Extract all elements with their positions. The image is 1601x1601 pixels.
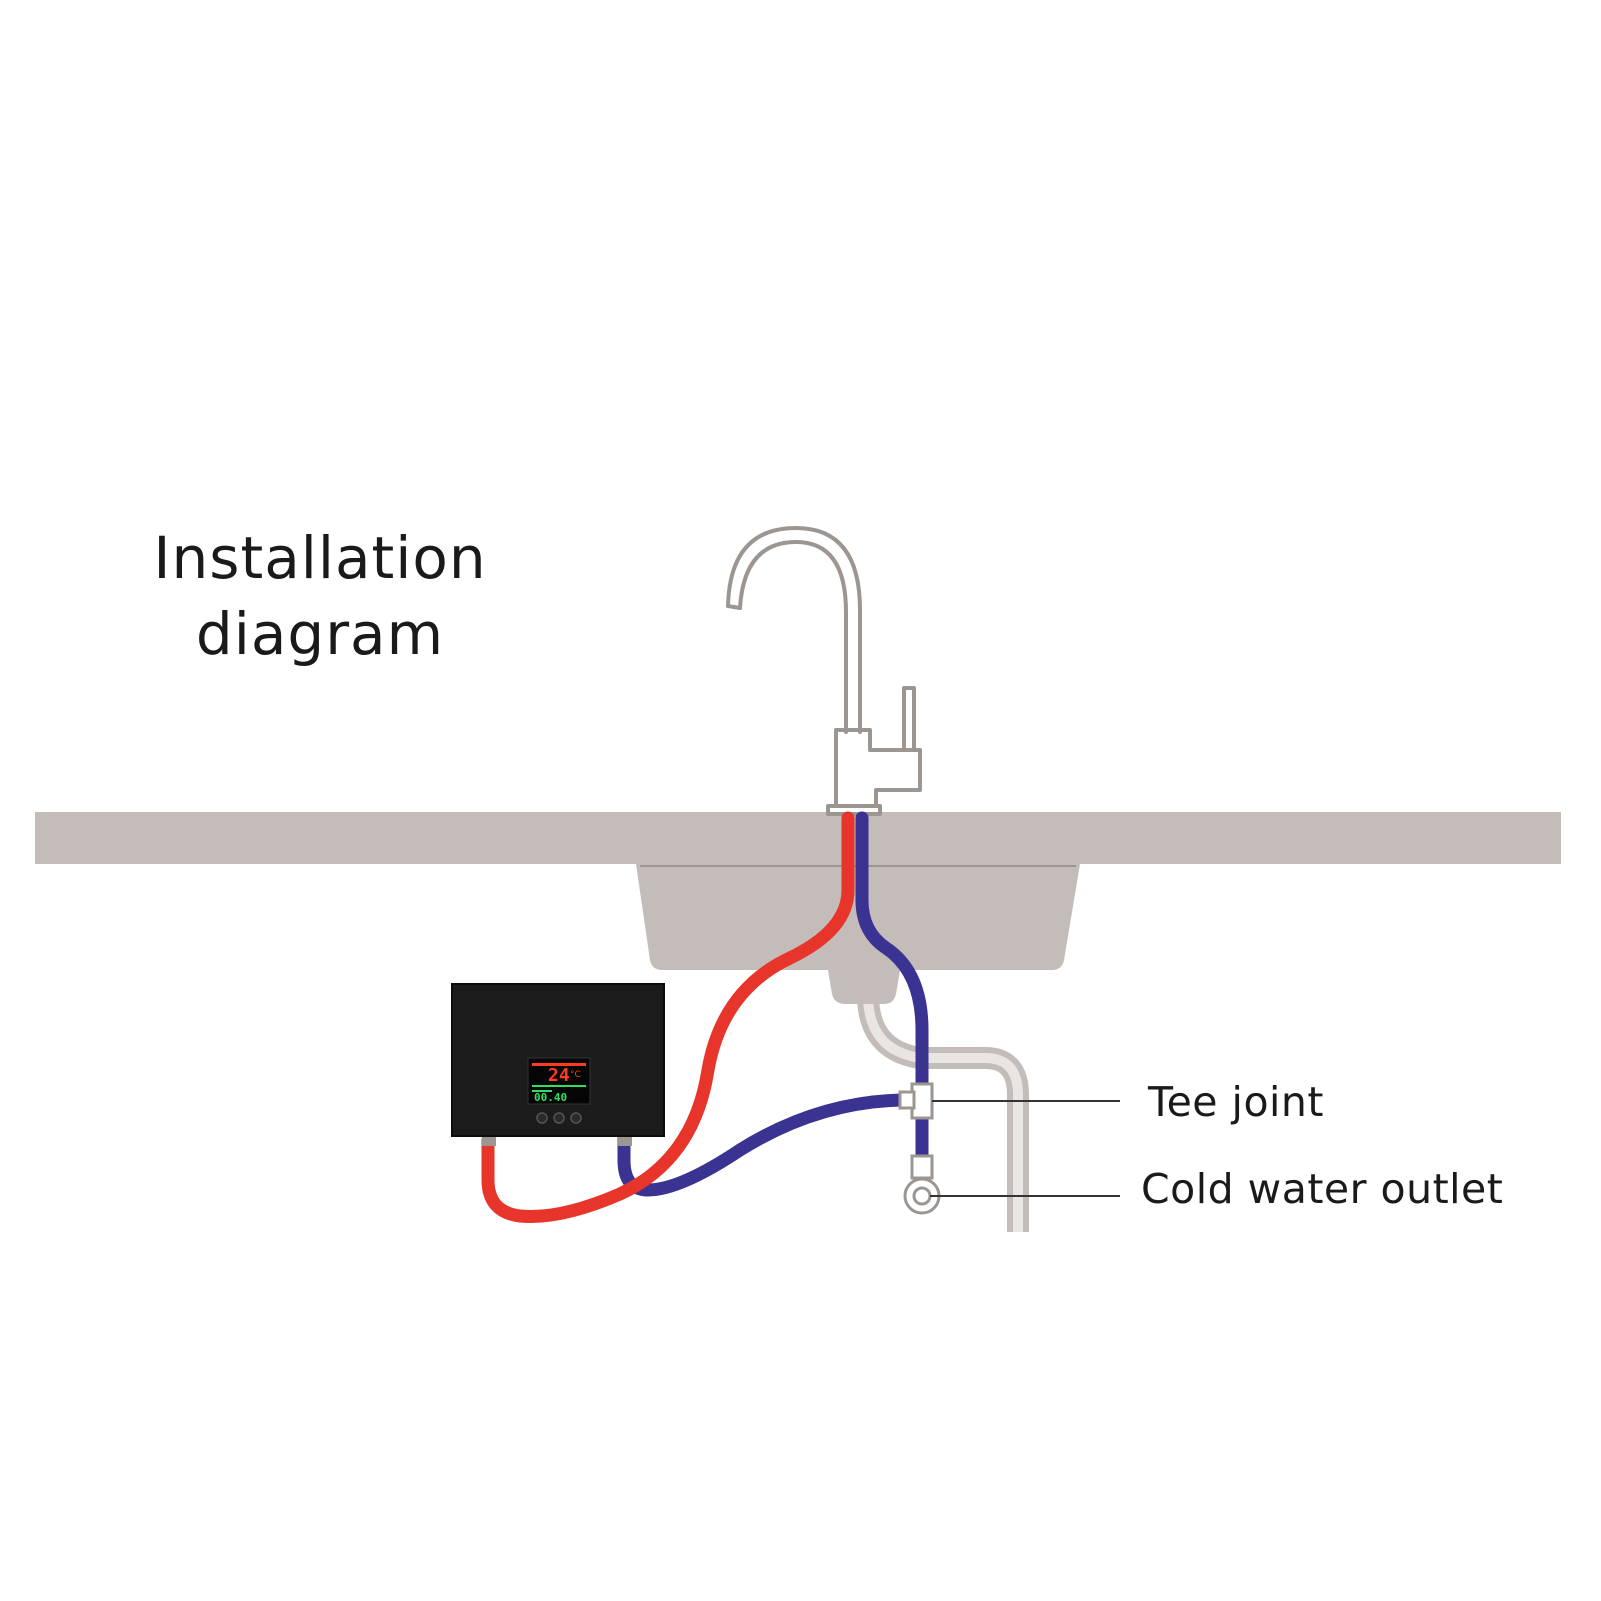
water-heater-icon: 24 °C 00.40 bbox=[451, 983, 665, 1146]
tee-joint-label: Tee joint bbox=[1148, 1078, 1324, 1126]
heater-button-center[interactable] bbox=[553, 1112, 565, 1124]
heater-flow-readout: 00.40 bbox=[534, 1091, 567, 1104]
page-title-line-2: diagram bbox=[195, 600, 445, 668]
valve-icon bbox=[903, 1154, 941, 1215]
page-title: Installation diagram bbox=[140, 520, 500, 672]
heater-button-left[interactable] bbox=[536, 1112, 548, 1124]
heater-temperature: 24 bbox=[548, 1065, 570, 1086]
hot-water-pipe bbox=[481, 811, 855, 1223]
page-title-line-1: Installation bbox=[153, 524, 487, 592]
heater-temperature-unit: °C bbox=[570, 1070, 581, 1080]
countertop bbox=[35, 812, 1561, 864]
faucet-icon bbox=[726, 526, 922, 816]
cold-water-outlet-label: Cold water outlet bbox=[1141, 1165, 1504, 1213]
tee-joint-icon bbox=[898, 1082, 934, 1120]
heater-button-right[interactable] bbox=[570, 1112, 582, 1124]
